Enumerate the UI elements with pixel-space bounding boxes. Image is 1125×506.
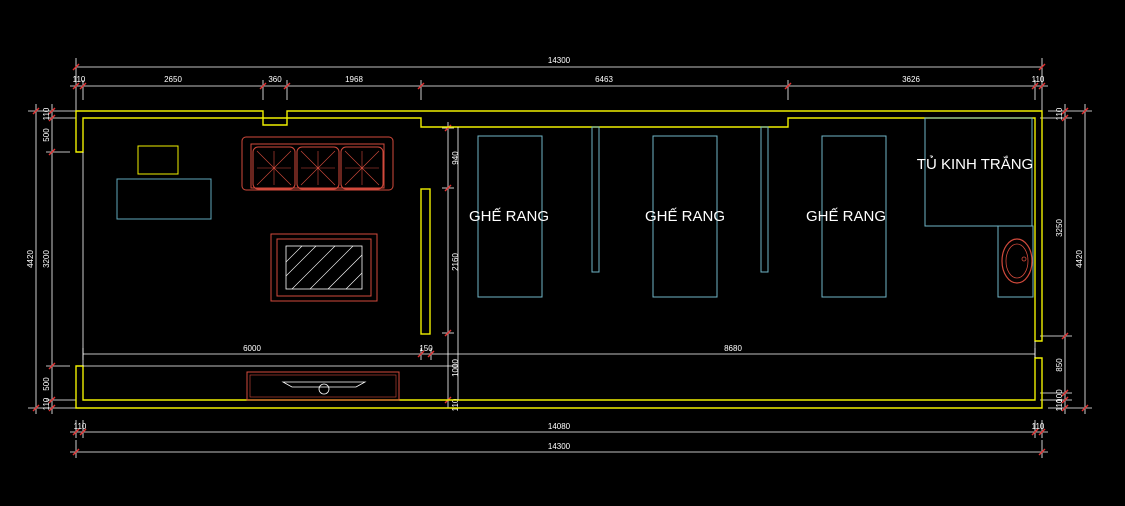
dim-interior-h: 150 [419, 344, 433, 353]
dim-right-overall: 4420 [1075, 250, 1084, 268]
dim-top-seg: 3626 [902, 75, 920, 84]
dim-top-seg: 1968 [345, 75, 363, 84]
partitions [591, 126, 769, 273]
dimension-lines [28, 58, 1092, 458]
dimension-ticks [32, 63, 1089, 456]
dim-top-seg: 360 [268, 75, 282, 84]
desk [116, 178, 212, 220]
dim-left-seg: 500 [42, 377, 51, 391]
coffee-table [270, 233, 378, 302]
dim-right-seg: 100 [1055, 389, 1064, 403]
sofa-cushion [296, 146, 340, 190]
dim-left-seg: 110 [42, 397, 51, 410]
tv-cabinet [246, 371, 400, 401]
dim-bottom-seg: 14080 [548, 422, 571, 431]
dim-right-seg: 3250 [1055, 219, 1064, 237]
dim-top-overall: 14300 [548, 56, 571, 65]
dim-right-seg: 850 [1055, 358, 1064, 372]
dim-left-seg: 500 [42, 128, 51, 142]
dim-right-seg: 110 [1055, 398, 1064, 411]
dim-top-seg: 110 [1032, 75, 1045, 84]
dim-top-seg: 6463 [595, 75, 613, 84]
dim-left-seg: 3200 [42, 250, 51, 268]
dim-interior-v: 1000 [451, 359, 460, 377]
cabinet [924, 117, 1033, 227]
label-chair-2: GHẾ RANG [645, 208, 725, 225]
label-chair-1: GHẾ RANG [469, 208, 549, 225]
dim-top-seg: 2650 [164, 75, 182, 84]
desk-group [116, 145, 212, 220]
label-chair-3: GHẾ RANG [806, 208, 886, 225]
room-lines [82, 127, 1036, 400]
monitor [137, 145, 179, 175]
dim-interior-v: 940 [451, 151, 460, 165]
dim-bottom-seg: 110 [74, 422, 87, 431]
dim-interior-h: 6000 [243, 344, 261, 353]
dim-right-seg: 110 [1055, 107, 1064, 120]
dim-bottom-overall: 14300 [548, 442, 571, 451]
dim-interior-v: 2160 [451, 253, 460, 271]
dim-left-seg: 110 [42, 107, 51, 120]
dim-top-seg: 110 [73, 75, 86, 84]
dim-interior-v: 110 [451, 398, 460, 411]
sink [997, 225, 1034, 298]
chairs [477, 135, 887, 298]
sofa-cushion [340, 146, 384, 190]
sofa [241, 136, 394, 191]
dimension-text: 14300 110 2650 360 1968 6463 3626 110 11… [26, 56, 1084, 451]
dim-left-overall: 4420 [26, 250, 35, 268]
sofa-cushion [252, 146, 296, 190]
chair-bed-3 [821, 135, 887, 298]
chair-bed-1 [477, 135, 543, 298]
dim-bottom-seg: 110 [1032, 422, 1045, 431]
label-cabinet: TỦ KINH TRẮNG [917, 155, 1033, 173]
chair-bed-2 [652, 135, 718, 298]
dim-interior-h: 8680 [724, 344, 742, 353]
